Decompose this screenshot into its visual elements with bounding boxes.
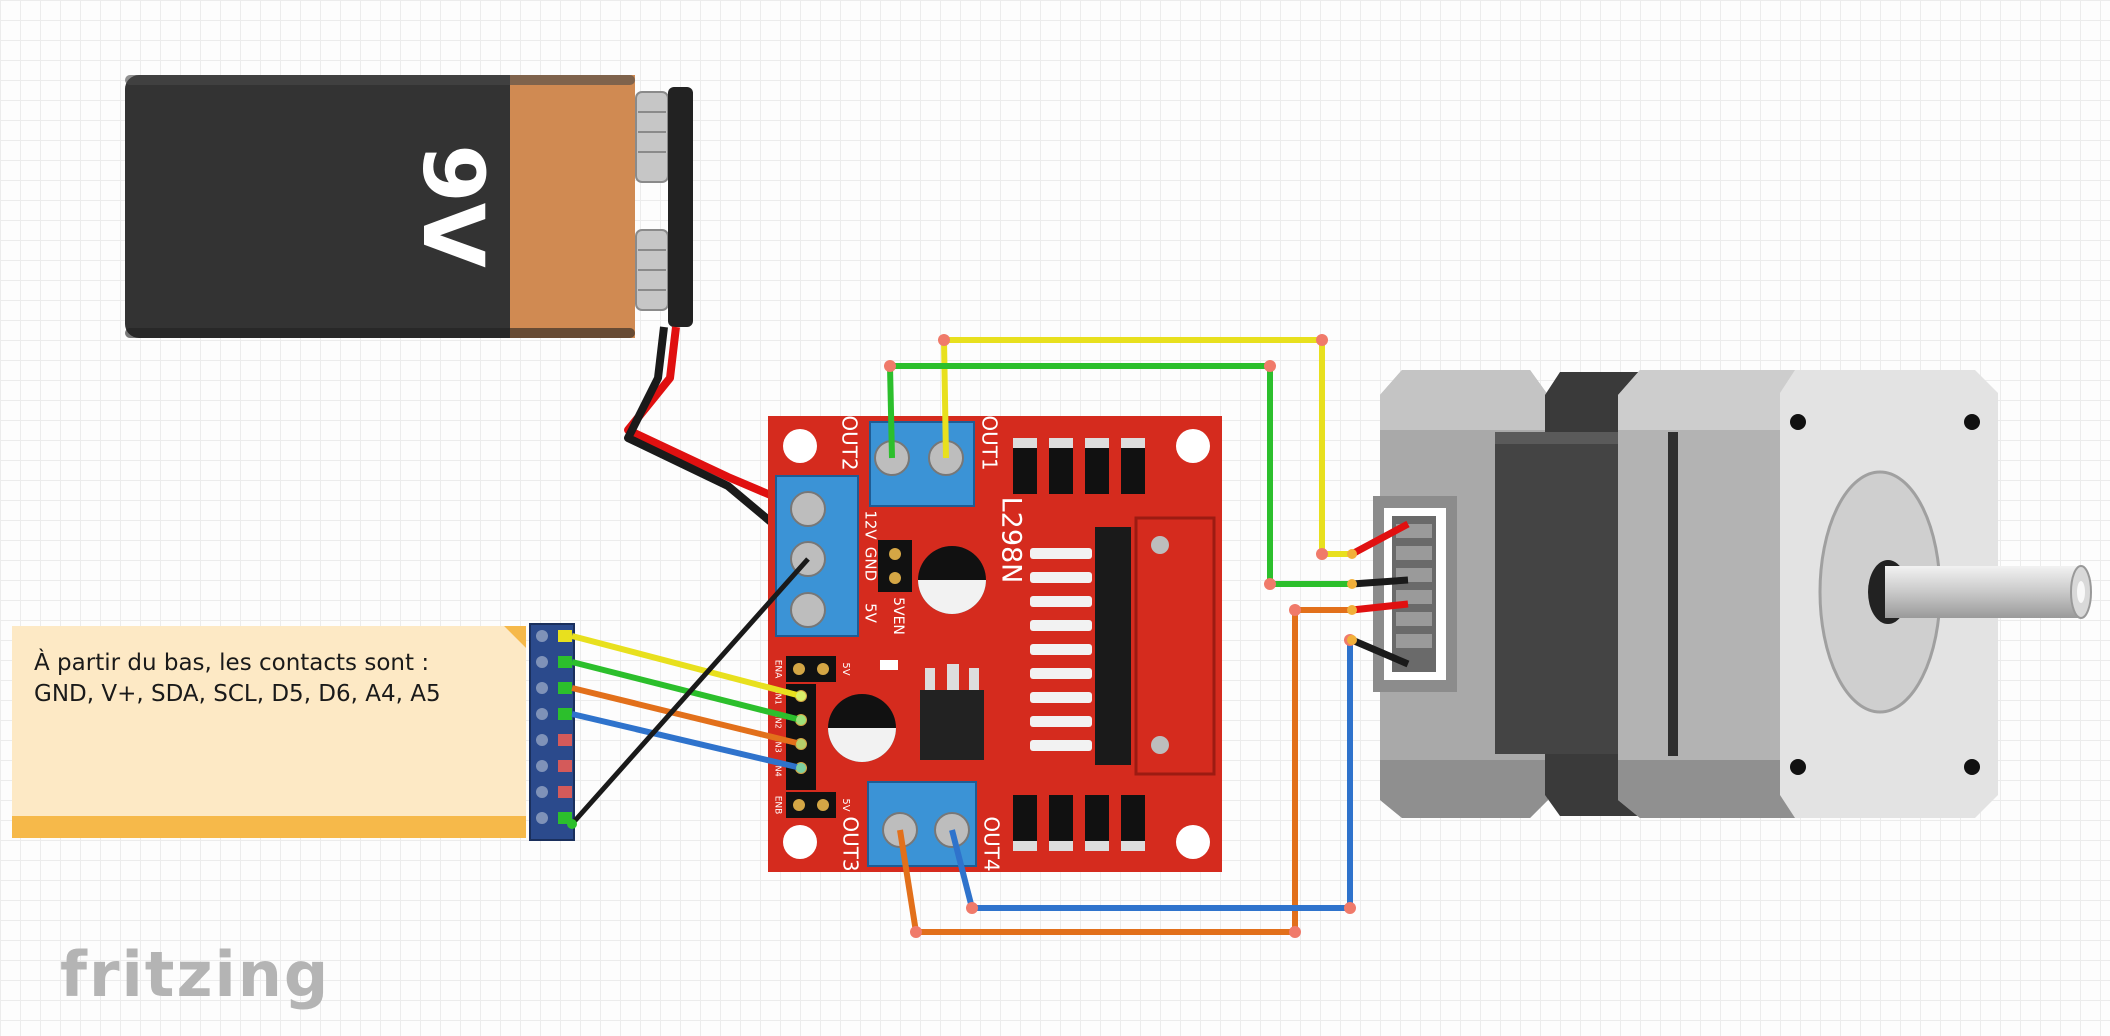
battery-label: 9V — [404, 144, 502, 267]
label-in1: IN1 — [774, 691, 783, 704]
label-header-5v-bottom: 5V — [840, 798, 851, 811]
label-gnd: GND — [862, 547, 880, 581]
battery-9v[interactable]: 9V — [125, 75, 693, 338]
motor-front-housing — [1618, 370, 1795, 818]
diodes-top — [1013, 438, 1145, 494]
battery-copper-cap — [510, 75, 635, 338]
wire-in3-orange — [571, 685, 802, 747]
mount-hole-bl — [783, 825, 817, 859]
mount-hole-br — [1176, 825, 1210, 859]
wire-gnd-black — [570, 557, 810, 826]
capacitor-bottom — [828, 694, 896, 762]
label-in3: IN3 — [774, 739, 783, 752]
heatsink-frame — [1134, 516, 1216, 776]
label-out2: OUT2 — [838, 415, 862, 470]
label-out1: OUT1 — [978, 415, 1002, 470]
label-out3: OUT3 — [839, 816, 863, 871]
motor-leads — [1350, 520, 1410, 668]
l298n-chip — [1095, 527, 1131, 765]
battery-body — [125, 75, 635, 338]
motor-shaft — [1885, 566, 2081, 618]
wire-in4-blue — [571, 711, 802, 771]
capacitor-top — [918, 546, 986, 614]
mount-hole-tr — [1176, 429, 1210, 463]
label-in2: IN2 — [774, 715, 783, 728]
label-5v: 5V — [862, 603, 880, 624]
voltage-regulator — [920, 664, 984, 760]
wire-in1-yellow — [571, 633, 802, 699]
header-enb — [786, 792, 836, 818]
label-model: L298N — [996, 497, 1027, 584]
jumper-5ven — [878, 540, 912, 592]
label-enb: ENB — [773, 796, 783, 815]
note-corner-fold — [504, 626, 526, 648]
battery-black-wire — [624, 326, 811, 557]
label-5ven: 5VEN — [890, 597, 906, 635]
battery-terminal-positive — [635, 91, 669, 183]
pin-header-connector[interactable] — [529, 623, 575, 841]
stepper-motor[interactable] — [1373, 370, 2092, 818]
label-header-5v-top: 5V — [840, 662, 851, 675]
label-in4: IN4 — [774, 763, 783, 776]
header-ena — [786, 656, 836, 682]
note-line-2: GND, V+, SDA, SCL, D5, D6, A4, A5 — [34, 681, 441, 707]
l298n-driver-board[interactable]: OUT2 OUT1 OUT3 OUT4 L298N 12V GND 5V 5VE… — [768, 415, 1222, 872]
diodes-bottom — [1013, 795, 1145, 851]
note-line-1: À partir du bas, les contacts sont : — [34, 650, 430, 676]
label-12v: 12V — [862, 510, 880, 540]
led-indicator — [880, 660, 898, 670]
battery-snap-connector — [668, 87, 693, 327]
note-text: À partir du bas, les contacts sont : GND… — [34, 648, 504, 710]
label-ena: ENA — [773, 660, 783, 679]
fritzing-logo: fritzing — [60, 938, 331, 1011]
mount-hole-tl — [783, 429, 817, 463]
sticky-note[interactable]: À partir du bas, les contacts sont : GND… — [12, 626, 526, 838]
wire-bendpoints — [884, 334, 1357, 938]
label-out4: OUT4 — [980, 816, 1004, 871]
wire-in2-green — [571, 659, 802, 723]
